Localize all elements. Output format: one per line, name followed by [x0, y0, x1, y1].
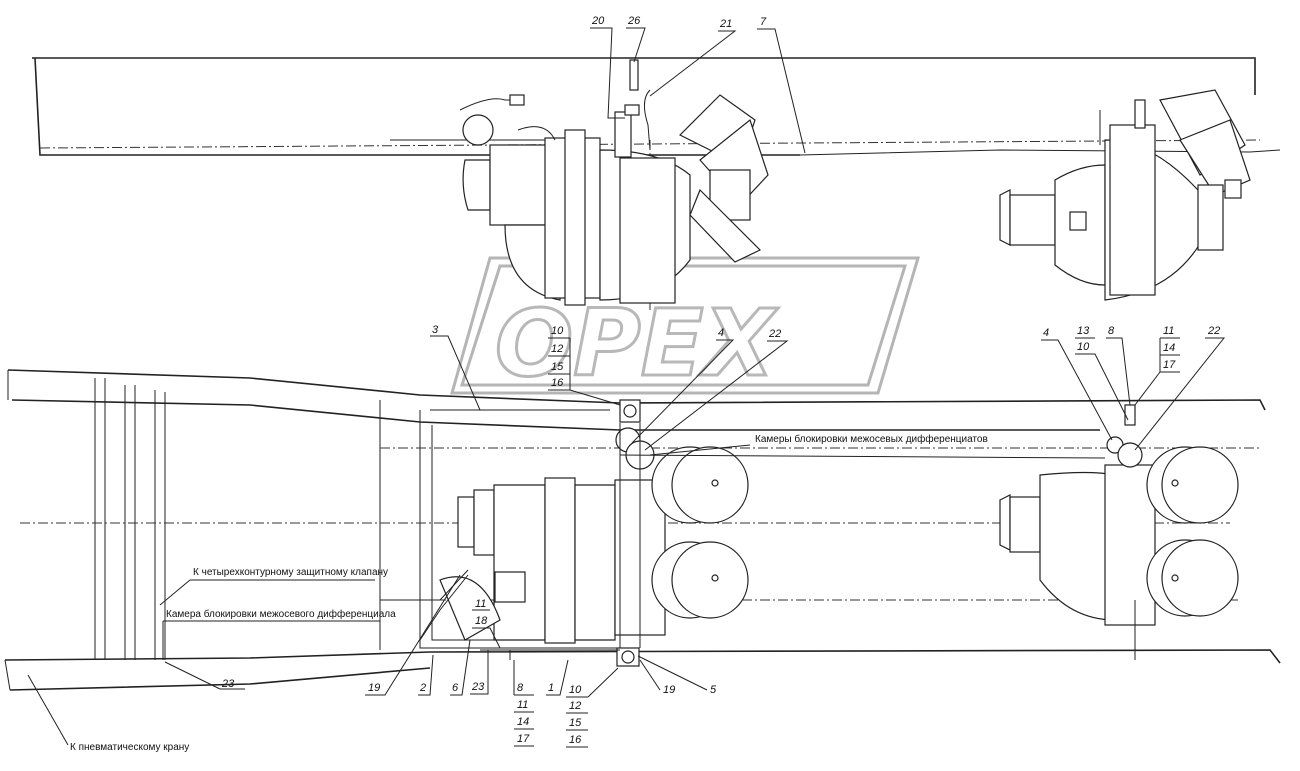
- callout-b15: 15: [569, 717, 582, 729]
- notes: Камеры блокировки межосевых дифференциат…: [27, 433, 988, 753]
- callout-b12: 12: [569, 700, 581, 712]
- callout-b23: 23: [471, 681, 485, 693]
- callout-r11: 11: [1163, 325, 1174, 337]
- callout-r17: 17: [1163, 359, 1176, 371]
- callout-r10: 10: [1077, 341, 1090, 353]
- callout-b10: 10: [569, 684, 582, 696]
- callout-b14: 14: [517, 716, 529, 728]
- callout-b11: 11: [517, 699, 528, 711]
- callout-b8: 8: [517, 682, 524, 694]
- callout-r8: 8: [1108, 325, 1115, 337]
- lower-right-axle-assembly: [999, 404, 1239, 660]
- callout-21: 21: [719, 18, 732, 30]
- callout-b2: 2: [419, 682, 426, 694]
- callouts-mid-left: 3 10 12 15 16 4 22: [430, 324, 789, 451]
- callout-b23-left: 23: [221, 678, 235, 690]
- callout-r13: 13: [1077, 325, 1090, 337]
- watermark: OPEX: [450, 256, 921, 399]
- note-camera-mezhosevogo: Камера блокировки межосевого дифференциа…: [166, 608, 396, 620]
- lower-middle-axle-assembly: [439, 399, 749, 667]
- watermark-text: OPEX: [495, 290, 778, 397]
- callout-r14: 14: [1163, 342, 1175, 354]
- note-four-circuit-valve: К четырехконтурному защитному клапану: [193, 567, 388, 578]
- upper-frame-rail: [32, 57, 1281, 156]
- callout-b1: 1: [548, 682, 554, 694]
- callout-16: 16: [551, 377, 564, 389]
- callout-b17: 17: [517, 733, 530, 745]
- callout-22: 22: [768, 328, 781, 340]
- callout-s18: 18: [475, 615, 488, 627]
- note-camera-mezhosevye: Камеры блокировки межосевых дифференциат…: [755, 433, 988, 445]
- callout-3: 3: [432, 324, 439, 336]
- callout-12: 12: [551, 343, 563, 355]
- callout-4: 4: [718, 327, 724, 339]
- note-pneumatic-valve: К пневматическому крану: [70, 742, 189, 753]
- callouts-bottom: 19 2 6 23 8 11 14 17 1 10 12 15 16 19 5 …: [164, 574, 717, 748]
- callout-r4: 4: [1043, 327, 1049, 339]
- callout-7: 7: [760, 16, 767, 28]
- callouts-left-small: 11 18: [472, 598, 501, 649]
- upper-right-axle-assembly: [999, 89, 1251, 301]
- upper-left-axle-assembly: [459, 59, 769, 306]
- callout-b6: 6: [452, 682, 459, 694]
- callout-10: 10: [551, 325, 564, 337]
- pneumatic-lines: [380, 454, 1106, 651]
- callout-b16: 16: [569, 734, 582, 746]
- callout-s11: 11: [475, 598, 486, 610]
- callout-r22: 22: [1207, 325, 1220, 337]
- callout-15: 15: [551, 361, 564, 373]
- callout-b19: 19: [368, 682, 380, 694]
- callout-26: 26: [627, 15, 641, 27]
- callouts-mid-right: 4 13 10 8 11 14 17 22: [1041, 325, 1226, 451]
- callout-20: 20: [591, 15, 605, 27]
- callout-b5: 5: [710, 684, 717, 696]
- callouts-top: 20 26 21 7: [590, 15, 806, 154]
- callout-b19b: 19: [663, 684, 675, 696]
